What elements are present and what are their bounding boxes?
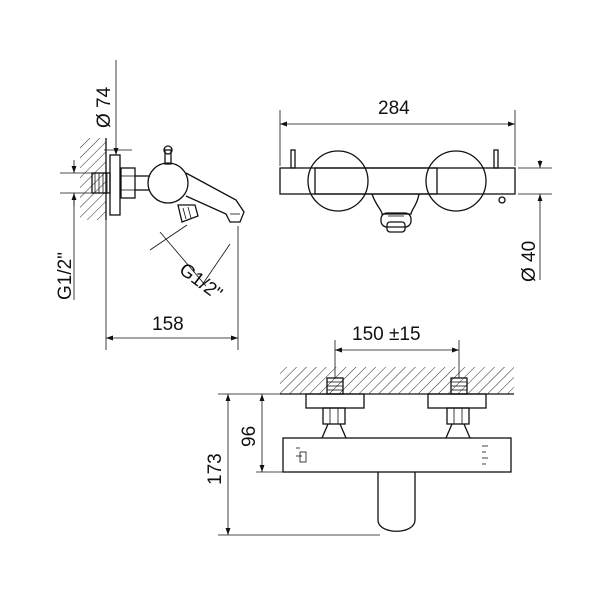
side-wall-hatch: [80, 138, 106, 220]
front-right-hub: [425, 150, 487, 212]
side-spout: [185, 172, 245, 223]
bottom-view: [218, 340, 514, 536]
side-view: [60, 60, 245, 350]
front-right-pin: [493, 149, 499, 169]
side-depth-label: 158: [152, 314, 184, 335]
side-handle-stem: [164, 149, 172, 165]
front-view: [279, 110, 552, 280]
bottom-depth-inlet-label: 96: [239, 426, 260, 447]
side-nut: [120, 167, 136, 199]
bottom-wall-hatch: [280, 367, 514, 394]
bottom-spacing-label: 150 ±15: [352, 324, 421, 345]
front-width-label: 284: [378, 98, 410, 119]
side-inlet-thread-label: G1/2": [55, 252, 76, 300]
front-outlet: [371, 193, 420, 215]
side-inlet-thread: [91, 172, 111, 194]
side-mount-plate: [109, 154, 121, 216]
side-body: [147, 162, 189, 204]
front-left-hub: [307, 150, 369, 212]
front-left-pin: [290, 149, 296, 169]
side-diameter-label: Ø 74: [94, 86, 115, 128]
bottom-left-plate: [305, 393, 365, 409]
bottom-spout: [377, 472, 416, 532]
side-outlet-thread-label: G1/2": [175, 259, 226, 305]
bottom-body: [282, 437, 512, 473]
front-diameter-label: Ø 40: [519, 241, 540, 282]
bottom-right-plate: [427, 393, 487, 409]
side-outlet: [177, 204, 199, 223]
bottom-depth-total-label: 173: [205, 453, 226, 485]
